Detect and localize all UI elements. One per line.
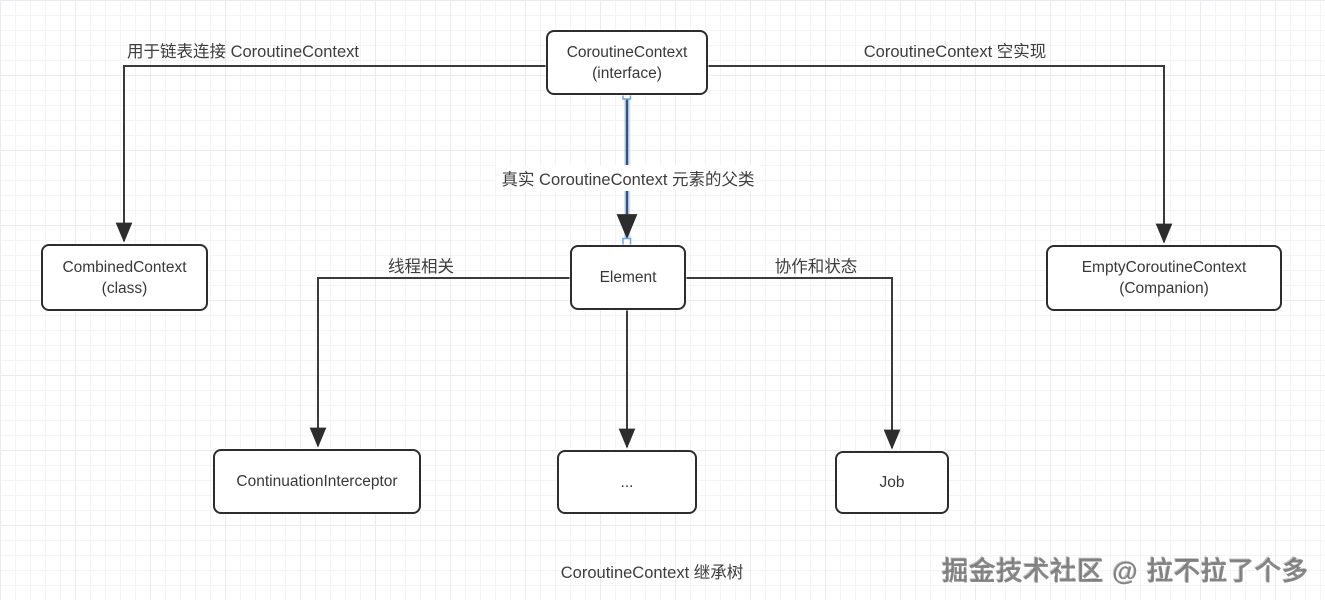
node-label: ContinuationInterceptor: [236, 473, 398, 490]
node-ellipsis[interactable]: ...: [557, 450, 697, 514]
node-coroutine-context[interactable]: CoroutineContext (interface): [546, 30, 708, 95]
edge-coroutinecontext-to-combinedcontext[interactable]: [115, 65, 546, 243]
edge-coroutinecontext-to-emptycoroutinecontext[interactable]: [708, 65, 1173, 244]
edge-label-linked-list: 用于链表连接 CoroutineContext: [127, 43, 359, 61]
node-combined-context[interactable]: CombinedContext (class): [41, 244, 208, 311]
node-label: EmptyCoroutineContext: [1081, 259, 1247, 276]
edge-element-to-continuationinterceptor[interactable]: [309, 277, 570, 448]
node-sublabel: (Companion): [1119, 280, 1209, 297]
node-label: CombinedContext: [62, 258, 187, 276]
edge-element-to-job[interactable]: [686, 277, 901, 450]
edge-label-empty-impl: CoroutineContext 空实现: [863, 43, 1047, 61]
watermark: 掘金技术社区 @ 拉不拉了个多: [942, 556, 1309, 586]
node-label: ...: [620, 473, 634, 491]
node-label: Job: [879, 474, 905, 491]
node-continuation-interceptor[interactable]: ContinuationInterceptor: [213, 449, 421, 514]
node-label: Element: [599, 269, 657, 286]
edge-label-thread-related: 线程相关: [388, 258, 454, 276]
node-label: CoroutineContext: [566, 43, 688, 61]
node-element[interactable]: Element: [570, 245, 686, 310]
diagram-caption: CoroutineContext 继承树: [560, 564, 744, 582]
edge-label-coop-and-state: 协作和状态: [774, 258, 858, 276]
node-empty-coroutine-context[interactable]: EmptyCoroutineContext (Companion): [1046, 245, 1282, 311]
edge-label-parent-of-elements: 真实 CoroutineContext 元素的父类: [496, 165, 760, 191]
node-job[interactable]: Job: [835, 451, 949, 514]
node-sublabel: (class): [101, 279, 148, 297]
node-sublabel: (interface): [592, 64, 662, 82]
